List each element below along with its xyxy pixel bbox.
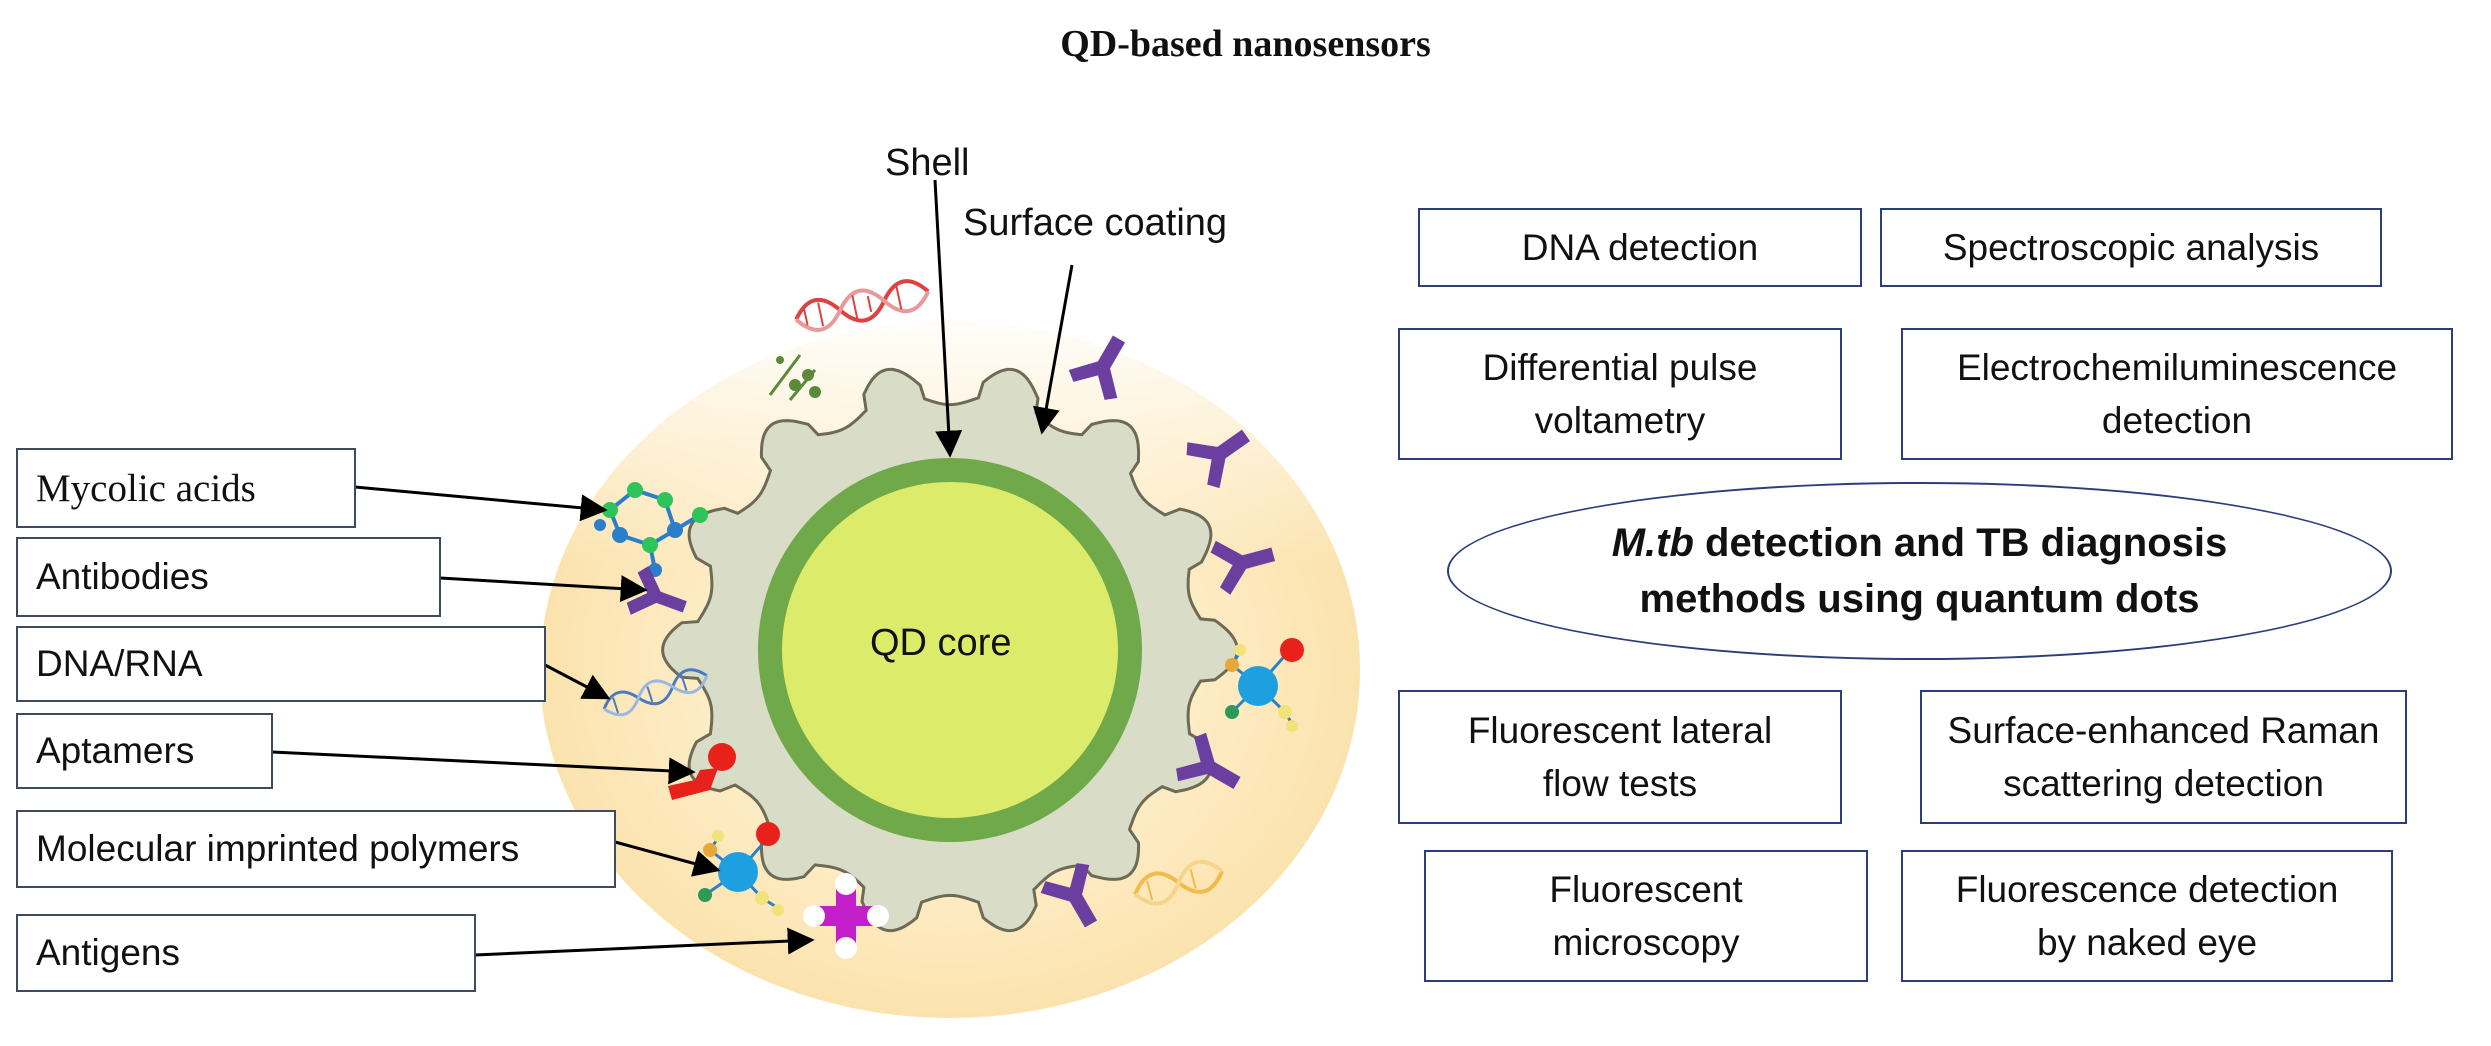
mip-molecule-icon (698, 822, 784, 916)
method-box-dna-detection: DNA detection (1418, 208, 1862, 287)
ligand-label-dna-rna: DNA/RNA (16, 626, 546, 702)
dna-rna-arrow (544, 663, 611, 700)
mip-molecule-icon (1225, 638, 1304, 732)
shell-label: Shell (885, 142, 970, 184)
qd-core (782, 482, 1118, 818)
antibody-icon (1210, 540, 1276, 595)
antibody-icon (1068, 335, 1126, 400)
mycolic-acids-arrow (354, 485, 608, 522)
dna-helix-icon (1133, 859, 1224, 906)
antibody-icon (1040, 863, 1098, 928)
method-box-spectroscopic-analysis: Spectroscopic analysis (1880, 208, 2382, 287)
antigens-arrow (474, 927, 815, 957)
figure-title: QD-based nanosensors (1060, 23, 1431, 65)
ligand-label-antigens: Antigens (16, 914, 476, 992)
qd-core-label: QD core (870, 622, 1012, 664)
antibody-icon (1176, 732, 1241, 790)
dna-helix-icon (602, 668, 709, 717)
mycolic-acid-icon (594, 482, 708, 577)
coating-arrow (1033, 264, 1074, 435)
dna-helix-icon (794, 279, 931, 332)
aptamers-arrow (271, 750, 696, 785)
mip-arrow (614, 840, 721, 877)
ligand-label-molecular-imprinted-polymers: Molecular imprinted polymers (16, 810, 616, 888)
ligand-label-aptamers: Aptamers (16, 713, 273, 789)
surface-coating-label: Surface coating (963, 202, 1228, 244)
ligand-label-antibodies: Antibodies (16, 537, 441, 617)
shell-arrow (933, 179, 963, 458)
center-title-italic: M.tb (1611, 521, 1694, 565)
antibodies-arrow (439, 575, 648, 603)
antibody-icon (1186, 429, 1251, 489)
ligand-label-mycolic-acids: Mycolic acids (16, 448, 356, 528)
molecule-chain-icon (768, 354, 821, 401)
antigen-icon (803, 873, 889, 959)
